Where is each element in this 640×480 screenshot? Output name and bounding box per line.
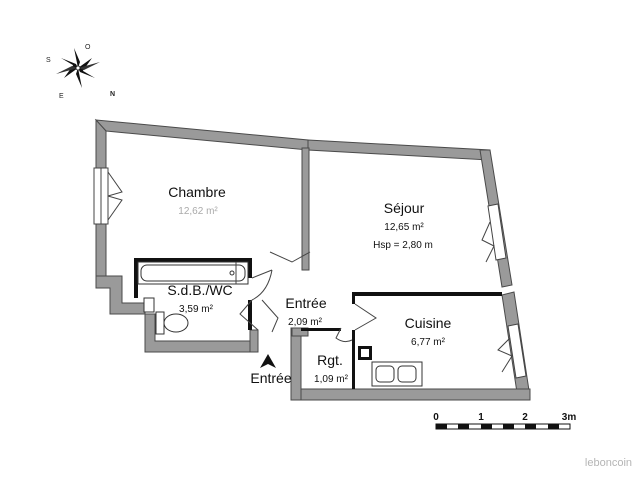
window-sejour-icon xyxy=(481,203,507,263)
room-name-entree: Entrée xyxy=(285,295,326,311)
room-name-rgt: Rgt. xyxy=(317,352,343,368)
room-area-sejour: 12,65 m² xyxy=(384,222,424,233)
scale-tick-0: 0 xyxy=(433,412,439,423)
entrance-label: Entrée xyxy=(250,370,291,386)
room-name-sejour: Séjour xyxy=(384,200,425,216)
scale-tick-3m: 3m xyxy=(562,412,577,423)
compass-rose-icon xyxy=(56,48,100,88)
watermark: leboncoin xyxy=(585,457,632,469)
compass-letter-n: N xyxy=(110,91,115,98)
kitchen-sink-icon xyxy=(371,361,423,387)
room-name-chambre: Chambre xyxy=(168,184,226,200)
doors xyxy=(239,251,377,343)
window-cuisine-icon xyxy=(497,323,527,379)
compass-letter-e: E xyxy=(59,93,64,100)
room-area-sdb: 3,59 m² xyxy=(179,304,214,315)
sink-sdb-icon xyxy=(143,297,155,313)
scale-tick-2: 2 xyxy=(522,412,528,423)
bathtub-icon xyxy=(137,261,249,285)
room-area-cuisine: 6,77 m² xyxy=(411,337,446,348)
room-area-entree: 2,09 m² xyxy=(288,317,323,328)
compass-letter-o: O xyxy=(85,44,91,51)
scale-bar xyxy=(435,423,571,430)
room-area-rgt: 1,09 m² xyxy=(314,374,349,385)
compass-letter-s: S xyxy=(46,57,51,64)
window-chambre-icon xyxy=(93,167,123,225)
room-name-sdb: S.d.B./WC xyxy=(167,282,232,298)
entrance-arrow-icon xyxy=(260,354,276,368)
toilet-icon xyxy=(155,311,189,335)
room-name-cuisine: Cuisine xyxy=(405,315,452,331)
room-area-chambre: 12,62 m² xyxy=(178,206,218,217)
scale-tick-1: 1 xyxy=(478,412,484,423)
room-height-sejour: Hsp = 2,80 m xyxy=(373,240,433,251)
partitions xyxy=(134,258,502,389)
